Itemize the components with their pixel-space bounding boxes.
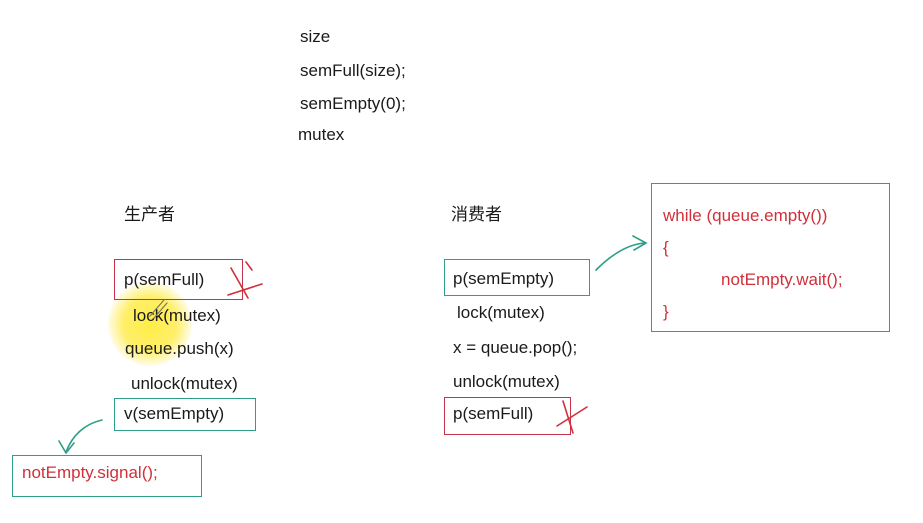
producer-step-unlock: unlock(mutex) [131,374,238,393]
producer-title: 生产者 [124,205,175,224]
consumer-step-p-semempty: p(semEmpty) [453,269,555,288]
consumer-title: 消费者 [451,205,502,224]
consumer-step-pop: x = queue.pop(); [453,338,578,357]
shared-var-semempty: semEmpty(0); [300,94,406,113]
shared-var-semfull: semFull(size); [300,61,406,80]
consumer-step-lock: lock(mutex) [457,303,545,322]
consumer-step-unlock: unlock(mutex) [453,372,560,391]
producer-v-semempty-box [114,398,256,431]
condition-line-close-brace: } [663,302,669,321]
condition-line-wait: notEmpty.wait(); [721,270,843,289]
shared-var-mutex: mutex [298,125,345,144]
shared-var-size: size [300,27,331,46]
producer-step-push: queue.push(x) [125,339,234,358]
producer-step-v-semempty: v(semEmpty) [124,404,225,423]
cursor-highlight [108,282,192,366]
condition-line-open-brace: { [663,238,669,257]
consumer-step-p-semfull: p(semFull) [453,404,534,423]
arrow-to-wait-box [595,235,648,271]
condition-wait-box [651,183,890,332]
producer-signal-box [12,455,202,497]
consumer-p-semempty-box [444,259,590,296]
producer-step-lock: lock(mutex) [133,306,221,325]
producer-signal-text: notEmpty.signal(); [22,463,158,482]
producer-step-p-semfull: p(semFull) [124,270,205,289]
arrow-to-signal-box [58,419,103,455]
condition-line-while: while (queue.empty()) [663,206,828,225]
